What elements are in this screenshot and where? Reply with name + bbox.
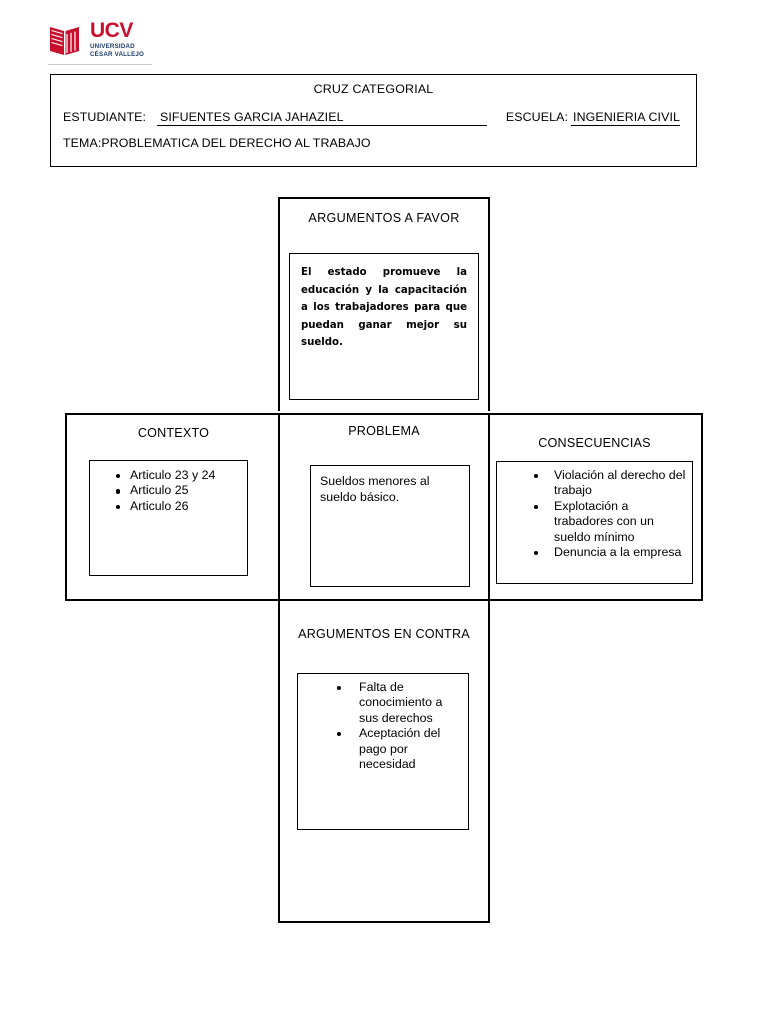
logo-university-line1: UNIVERSIDAD	[90, 43, 135, 50]
logo-divider	[48, 64, 152, 65]
cell-argumentos-a-favor: ARGUMENTOS A FAVOR El estado promueve la…	[278, 197, 490, 411]
estudiante-value: SIFUENTES GARCIA JAHAZIEL	[157, 110, 487, 126]
contexto-list: Articulo 23 y 24 Articulo 25 Articulo 26	[96, 468, 241, 514]
logo-university-line2: CÉSAR VALLEJO	[90, 51, 145, 59]
list-item: Violación al derecho del trabajo	[534, 468, 686, 498]
ucv-logo: UCV UNIVERSIDAD CÉSAR VALLEJO	[48, 20, 152, 68]
argumentos-en-contra-content-box: Falta de conocimiento a sus derechos Ace…	[297, 673, 469, 830]
estudiante-label: ESTUDIANTE:	[63, 110, 147, 124]
list-item: Aceptación del pago por necesidad	[337, 726, 463, 772]
consecuencias-title: CONSECUENCIAS	[538, 436, 651, 450]
argumentos-en-contra-title: ARGUMENTOS EN CONTRA	[298, 627, 470, 641]
cell-consecuencias: CONSECUENCIAS Violación al derecho del t…	[488, 413, 703, 601]
argumentos-en-contra-list: Falta de conocimiento a sus derechos Ace…	[303, 680, 463, 772]
cell-problema: PROBLEMA Sueldos menores al sueldo básic…	[278, 413, 490, 601]
contexto-content-box: Articulo 23 y 24 Articulo 25 Articulo 26	[89, 460, 248, 576]
book-icon	[48, 22, 84, 58]
tema-value: PROBLEMATICA DEL DERECHO AL TRABAJO	[101, 136, 371, 150]
problema-content-box: Sueldos menores al sueldo básico.	[310, 465, 470, 587]
list-item: Articulo 23 y 24	[116, 468, 241, 483]
argumentos-a-favor-title: ARGUMENTOS A FAVOR	[308, 211, 460, 225]
consecuencias-content-box: Violación al derecho del trabajo Explota…	[496, 461, 693, 584]
consecuencias-list: Violación al derecho del trabajo Explota…	[502, 468, 687, 560]
contexto-title: CONTEXTO	[137, 426, 210, 440]
tema-label: TEMA:	[63, 136, 102, 150]
list-item: Falta de conocimiento a sus derechos	[337, 680, 463, 726]
estudiante-row: ESTUDIANTE: SIFUENTES GARCIA JAHAZIEL ES…	[63, 110, 686, 128]
list-item: Articulo 25	[116, 483, 241, 498]
cell-argumentos-en-contra: ARGUMENTOS EN CONTRA Falta de conocimien…	[278, 601, 490, 923]
problema-text: Sueldos menores al sueldo básico.	[320, 474, 430, 504]
argumentos-a-favor-content-box: El estado promueve la educación y la cap…	[289, 253, 479, 400]
argumentos-a-favor-text: El estado promueve la educación y la cap…	[301, 267, 467, 348]
list-item: Articulo 26	[116, 499, 241, 514]
list-item: Explotación a trabadores con un sueldo m…	[534, 499, 687, 545]
logo-wordmark: UCV UNIVERSIDAD CÉSAR VALLEJO	[90, 20, 154, 59]
problema-title: PROBLEMA	[348, 424, 420, 438]
list-item: Denuncia a la empresa	[534, 545, 687, 560]
escuela-value: INGENIERIA CIVIL	[571, 110, 680, 126]
logo-initials: UCV	[90, 19, 133, 42]
cell-contexto: CONTEXTO Articulo 23 y 24 Articulo 25 Ar…	[65, 413, 280, 601]
tema-row: TEMA:PROBLEMATICA DEL DERECHO AL TRABAJO	[63, 136, 371, 150]
header-info-box: CRUZ CATEGORIAL ESTUDIANTE: SIFUENTES GA…	[50, 74, 697, 167]
document-title: CRUZ CATEGORIAL	[313, 82, 434, 96]
escuela-label: ESCUELA:	[505, 110, 568, 124]
